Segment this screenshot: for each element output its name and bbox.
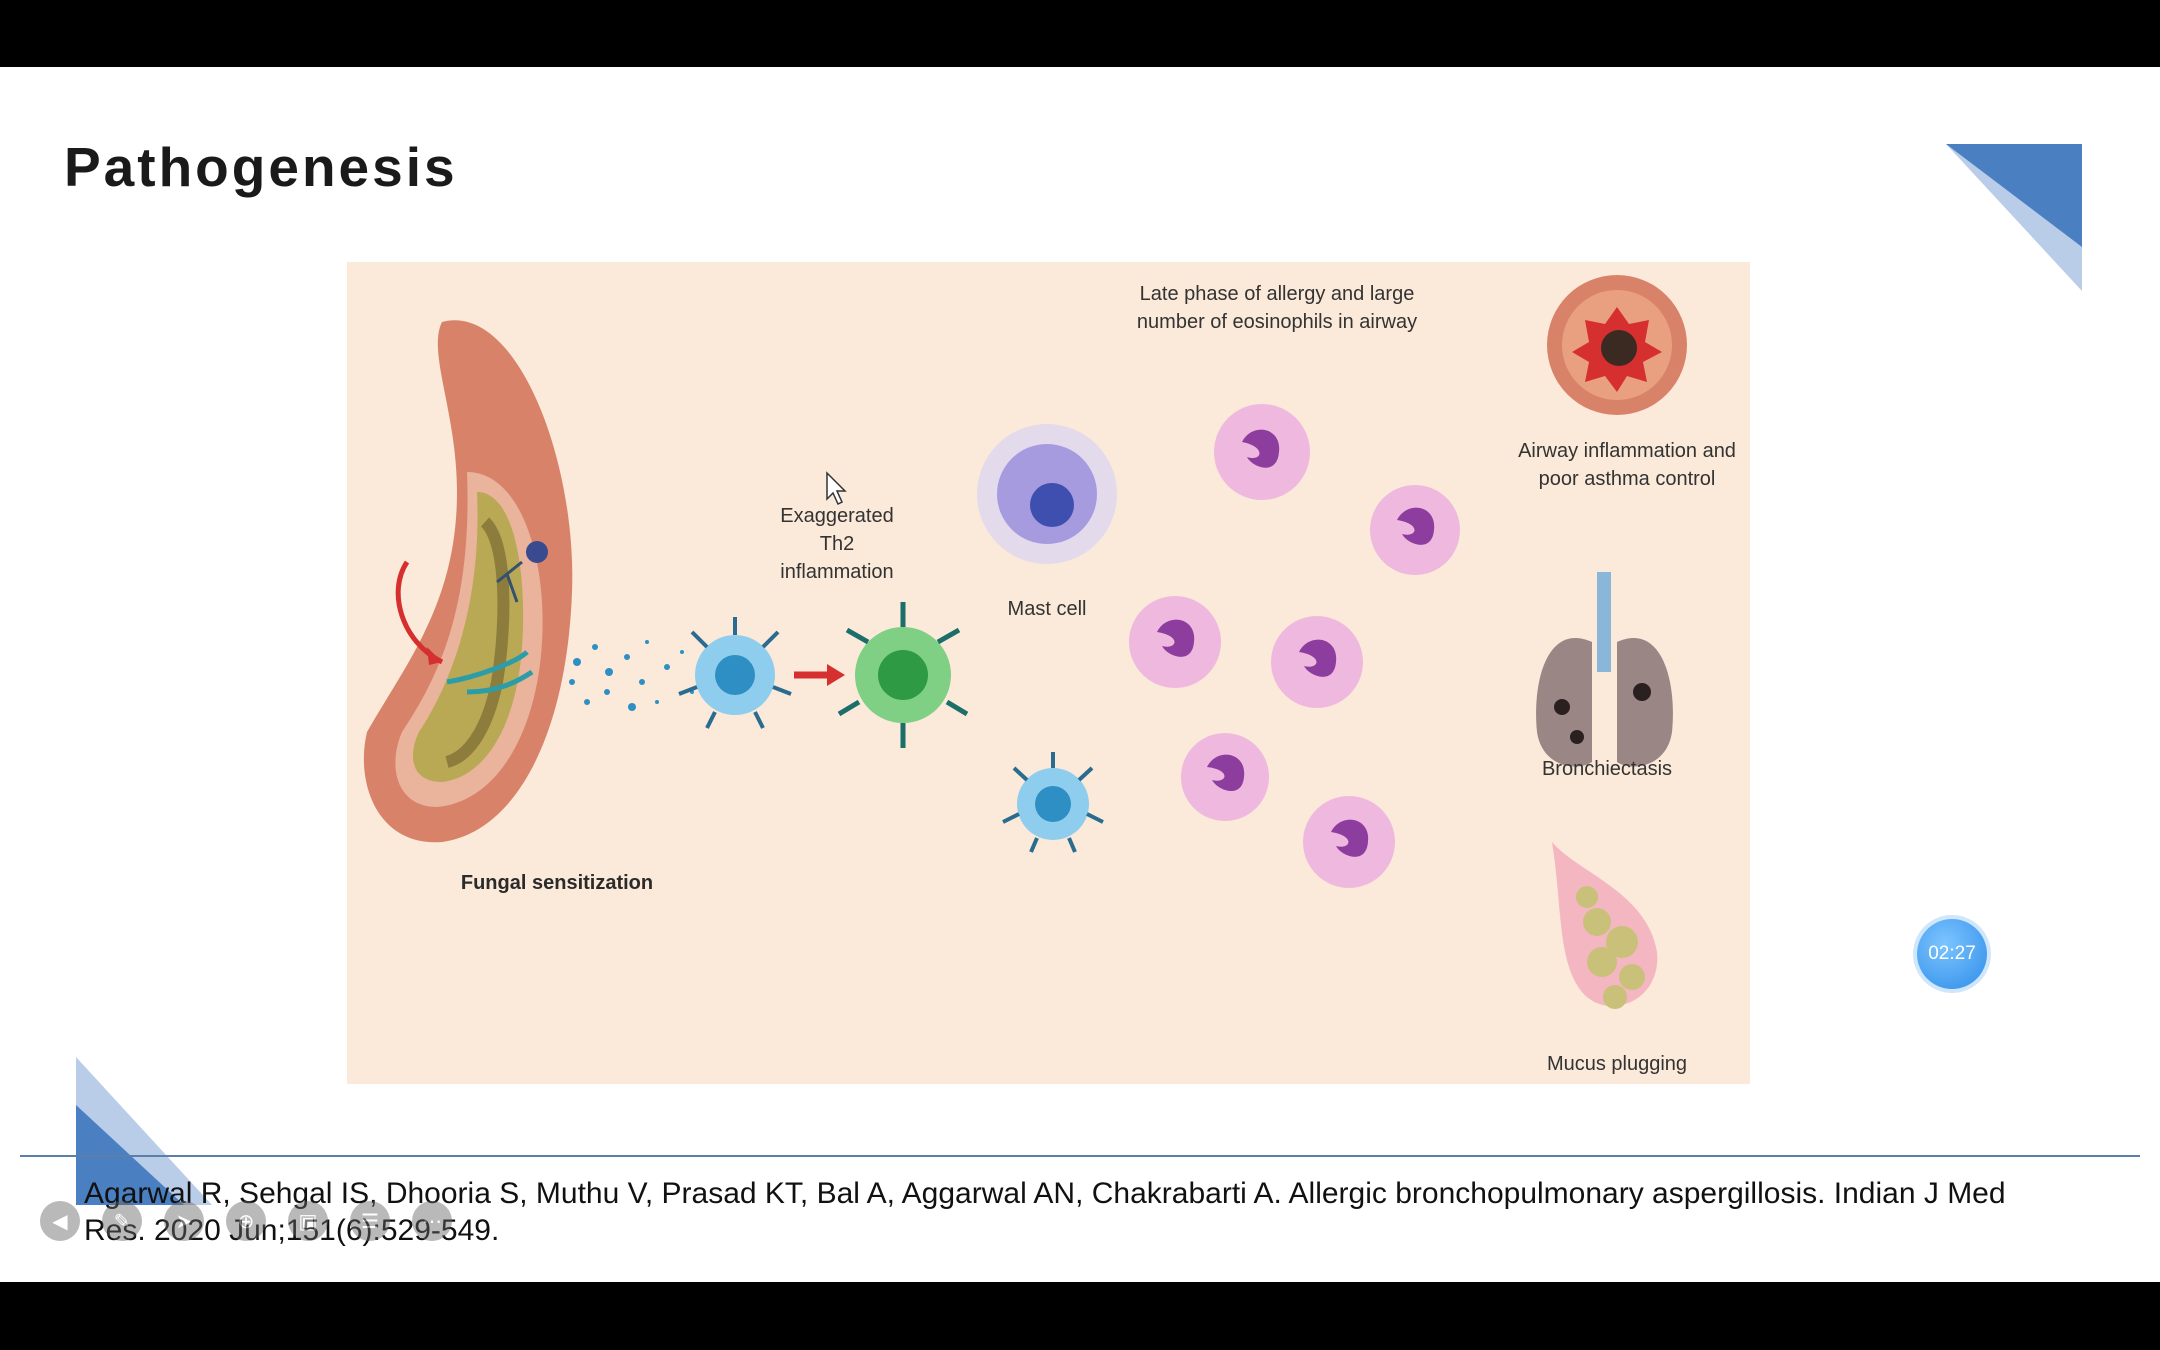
zoom-icon[interactable]: ⊕ (226, 1201, 266, 1241)
more-icon[interactable]: ⋯ (412, 1201, 452, 1241)
timer-badge[interactable]: 02:27 (1917, 919, 1987, 989)
label-bronchiectasis: Bronchiectasis (1541, 758, 1673, 780)
airway-cross-section (1547, 275, 1687, 415)
top-letterbox (0, 0, 2160, 67)
pathogenesis-figure: Late phase of allergy and large number o… (347, 262, 1750, 1084)
mouse-cursor-icon (826, 471, 847, 506)
label-late-phase: Late phase of allergy and large number o… (1136, 283, 1418, 333)
mucus-plug-illustration (1552, 842, 1658, 1009)
corner-decoration-top-right (1946, 144, 2082, 291)
slide-title: Pathogenesis (64, 136, 458, 198)
pathogenesis-illustration (363, 275, 1687, 1009)
player-controls: ◀ ✎ ➤ ⊕ ▣ ☰ ⋯ (40, 1201, 452, 1241)
bottom-letterbox (0, 1282, 2160, 1350)
presentation-slide: Pathogenesis (0, 67, 2160, 1282)
reference-citation: Agarwal R, Sehgal IS, Dhooria S, Muthu V… (84, 1177, 2006, 1247)
fungal-spores (569, 640, 694, 711)
label-exaggerated-th2: Exaggerated Th2 inflammation (780, 505, 894, 583)
bronchus-illustration (363, 320, 573, 843)
eosinophils (1129, 404, 1460, 888)
pointer-icon[interactable]: ➤ (164, 1201, 204, 1241)
blue-immune-cell (678, 617, 792, 729)
lungs-illustration (1536, 572, 1673, 767)
footer-divider (20, 1155, 2140, 1157)
label-mucus-plugging: Mucus plugging (1546, 1053, 1688, 1075)
camera-icon[interactable]: ▣ (288, 1201, 328, 1241)
label-mast-cell: Mast cell (1007, 598, 1087, 620)
pen-icon[interactable]: ✎ (102, 1201, 142, 1241)
label-fungal-sensitization: Fungal sensitization (460, 872, 654, 894)
subtitle-icon[interactable]: ☰ (350, 1201, 390, 1241)
prev-icon[interactable]: ◀ (40, 1201, 80, 1241)
green-th2-cell (837, 602, 969, 748)
blue-immune-cell-lower (1002, 752, 1104, 853)
label-airway-inflammation: Airway inflammation and poor asthma cont… (1518, 440, 1736, 490)
mast-cell-illustration (977, 424, 1117, 564)
